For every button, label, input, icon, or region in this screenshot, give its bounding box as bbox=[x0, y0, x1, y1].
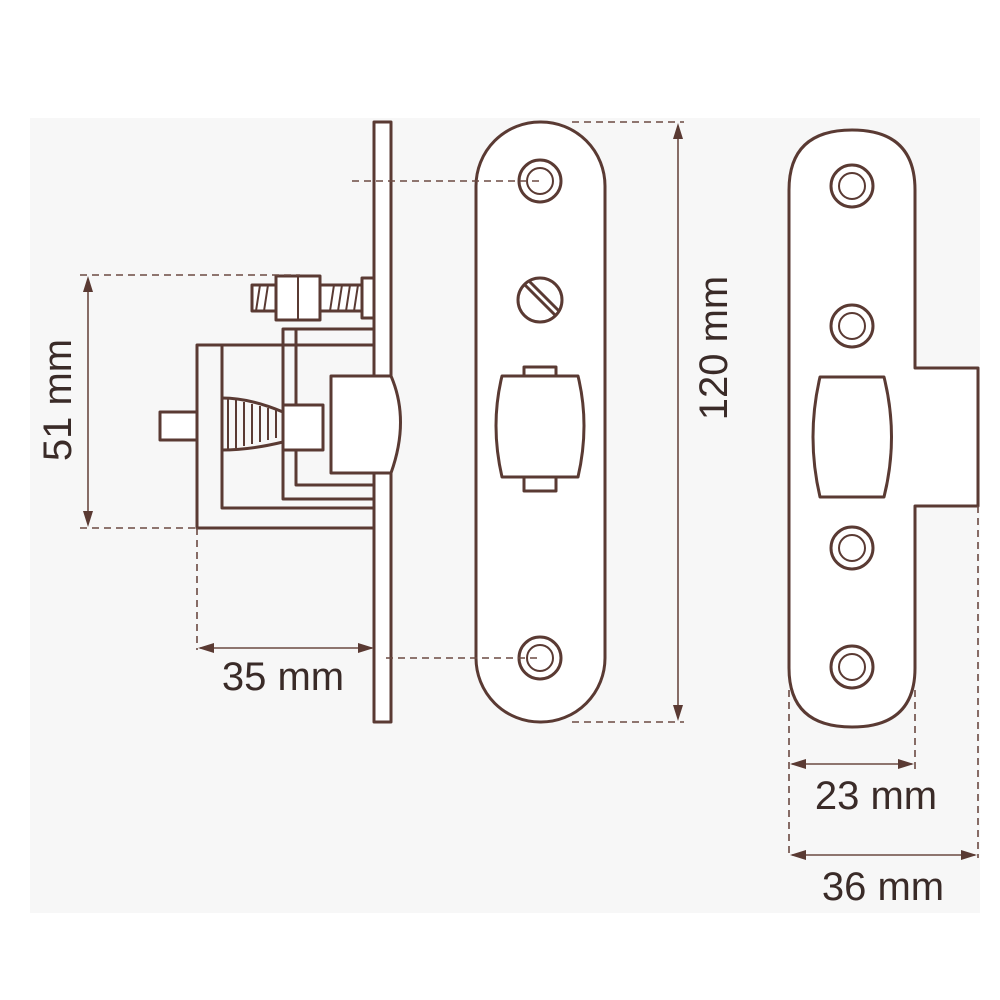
pin-end bbox=[158, 410, 199, 442]
strike-hole-4 bbox=[829, 644, 875, 690]
latch-bracket-inner bbox=[294, 327, 376, 487]
latch-side-view bbox=[158, 120, 402, 724]
depth-dimension-label: 35 mm bbox=[222, 655, 344, 699]
roller-cap-bottom bbox=[522, 475, 558, 493]
extension-lines bbox=[80, 121, 979, 858]
slotted-screw-icon bbox=[516, 276, 564, 324]
strike-opening bbox=[811, 375, 893, 499]
strike-hole-1 bbox=[829, 163, 875, 209]
strike-plate-view bbox=[787, 128, 980, 729]
plate-width-dimension-label: 23 mm bbox=[815, 774, 937, 818]
roller-cap-top bbox=[522, 365, 558, 378]
strike-hole-3-inner bbox=[838, 534, 866, 562]
roller-side bbox=[329, 374, 402, 475]
strike-hole-3 bbox=[829, 525, 875, 571]
strike-hole-2-inner bbox=[838, 312, 866, 340]
plunger-block bbox=[281, 403, 325, 452]
screw-hole-top bbox=[517, 158, 563, 204]
roller-front bbox=[494, 374, 586, 479]
spring-outline bbox=[220, 396, 285, 452]
screw-hole-bottom-inner bbox=[526, 644, 554, 672]
dimension-lines bbox=[83, 123, 977, 860]
strike-hole-4-inner bbox=[838, 653, 866, 681]
total-width-dimension-label: 36 mm bbox=[822, 865, 944, 909]
screw-slot-edge bbox=[528, 280, 560, 312]
strike-hole-1-inner bbox=[838, 172, 866, 200]
strike-plate bbox=[787, 128, 980, 729]
faceplate-front-view bbox=[474, 120, 607, 724]
screw-thread bbox=[255, 284, 367, 312]
spring bbox=[227, 398, 277, 450]
screw-head bbox=[360, 276, 376, 320]
screw-slot bbox=[523, 283, 557, 317]
length-dimension-label: 120 mm bbox=[692, 276, 736, 421]
height-dimension-label: 51 mm bbox=[36, 339, 80, 461]
strike-hole-2 bbox=[829, 303, 875, 349]
